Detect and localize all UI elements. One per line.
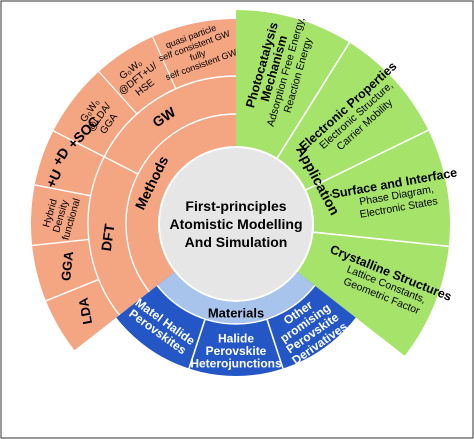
- lda-label: LDA: [75, 296, 95, 326]
- methods-dft-divider: [32, 238, 89, 247]
- materials-band-arc: [156, 285, 316, 325]
- center-title-line: First-principles: [185, 198, 286, 214]
- materials-divider: [266, 318, 284, 369]
- methods-gw-divider: [152, 36, 177, 90]
- methods-dft-divider: [45, 278, 100, 302]
- application-divider: [305, 129, 429, 191]
- materials-segment-2: Heterojunctions: [190, 357, 282, 371]
- methods-dft-gw-outer-divider: [53, 130, 105, 158]
- center-title-line: Atomistic Modelling: [170, 216, 303, 232]
- gga-label: GGA: [58, 250, 76, 282]
- methods-label-arc: [125, 113, 237, 293]
- application-divider: [313, 231, 449, 248]
- materials-label: Materials: [208, 306, 264, 321]
- methods-dft-divider: [34, 184, 91, 197]
- center-title-line: And Simulation: [185, 234, 288, 250]
- application-sector: [236, 10, 450, 356]
- methods-dftgw-arc: [87, 75, 237, 316]
- materials-divider: [188, 318, 206, 369]
- plus-u-label: +U: [42, 167, 64, 190]
- center-circle: [160, 148, 312, 300]
- sector-dividers: [32, 36, 449, 369]
- application-divider: [276, 42, 351, 159]
- dft-label: DFT: [98, 222, 118, 252]
- methods-dft-gw-divider: [103, 156, 139, 175]
- materials-label-band: [157, 272, 315, 324]
- methods-gw-divider: [98, 71, 138, 115]
- materials-segment-2: Perovskite: [206, 344, 267, 358]
- materials-segment-2: Halide: [218, 332, 254, 346]
